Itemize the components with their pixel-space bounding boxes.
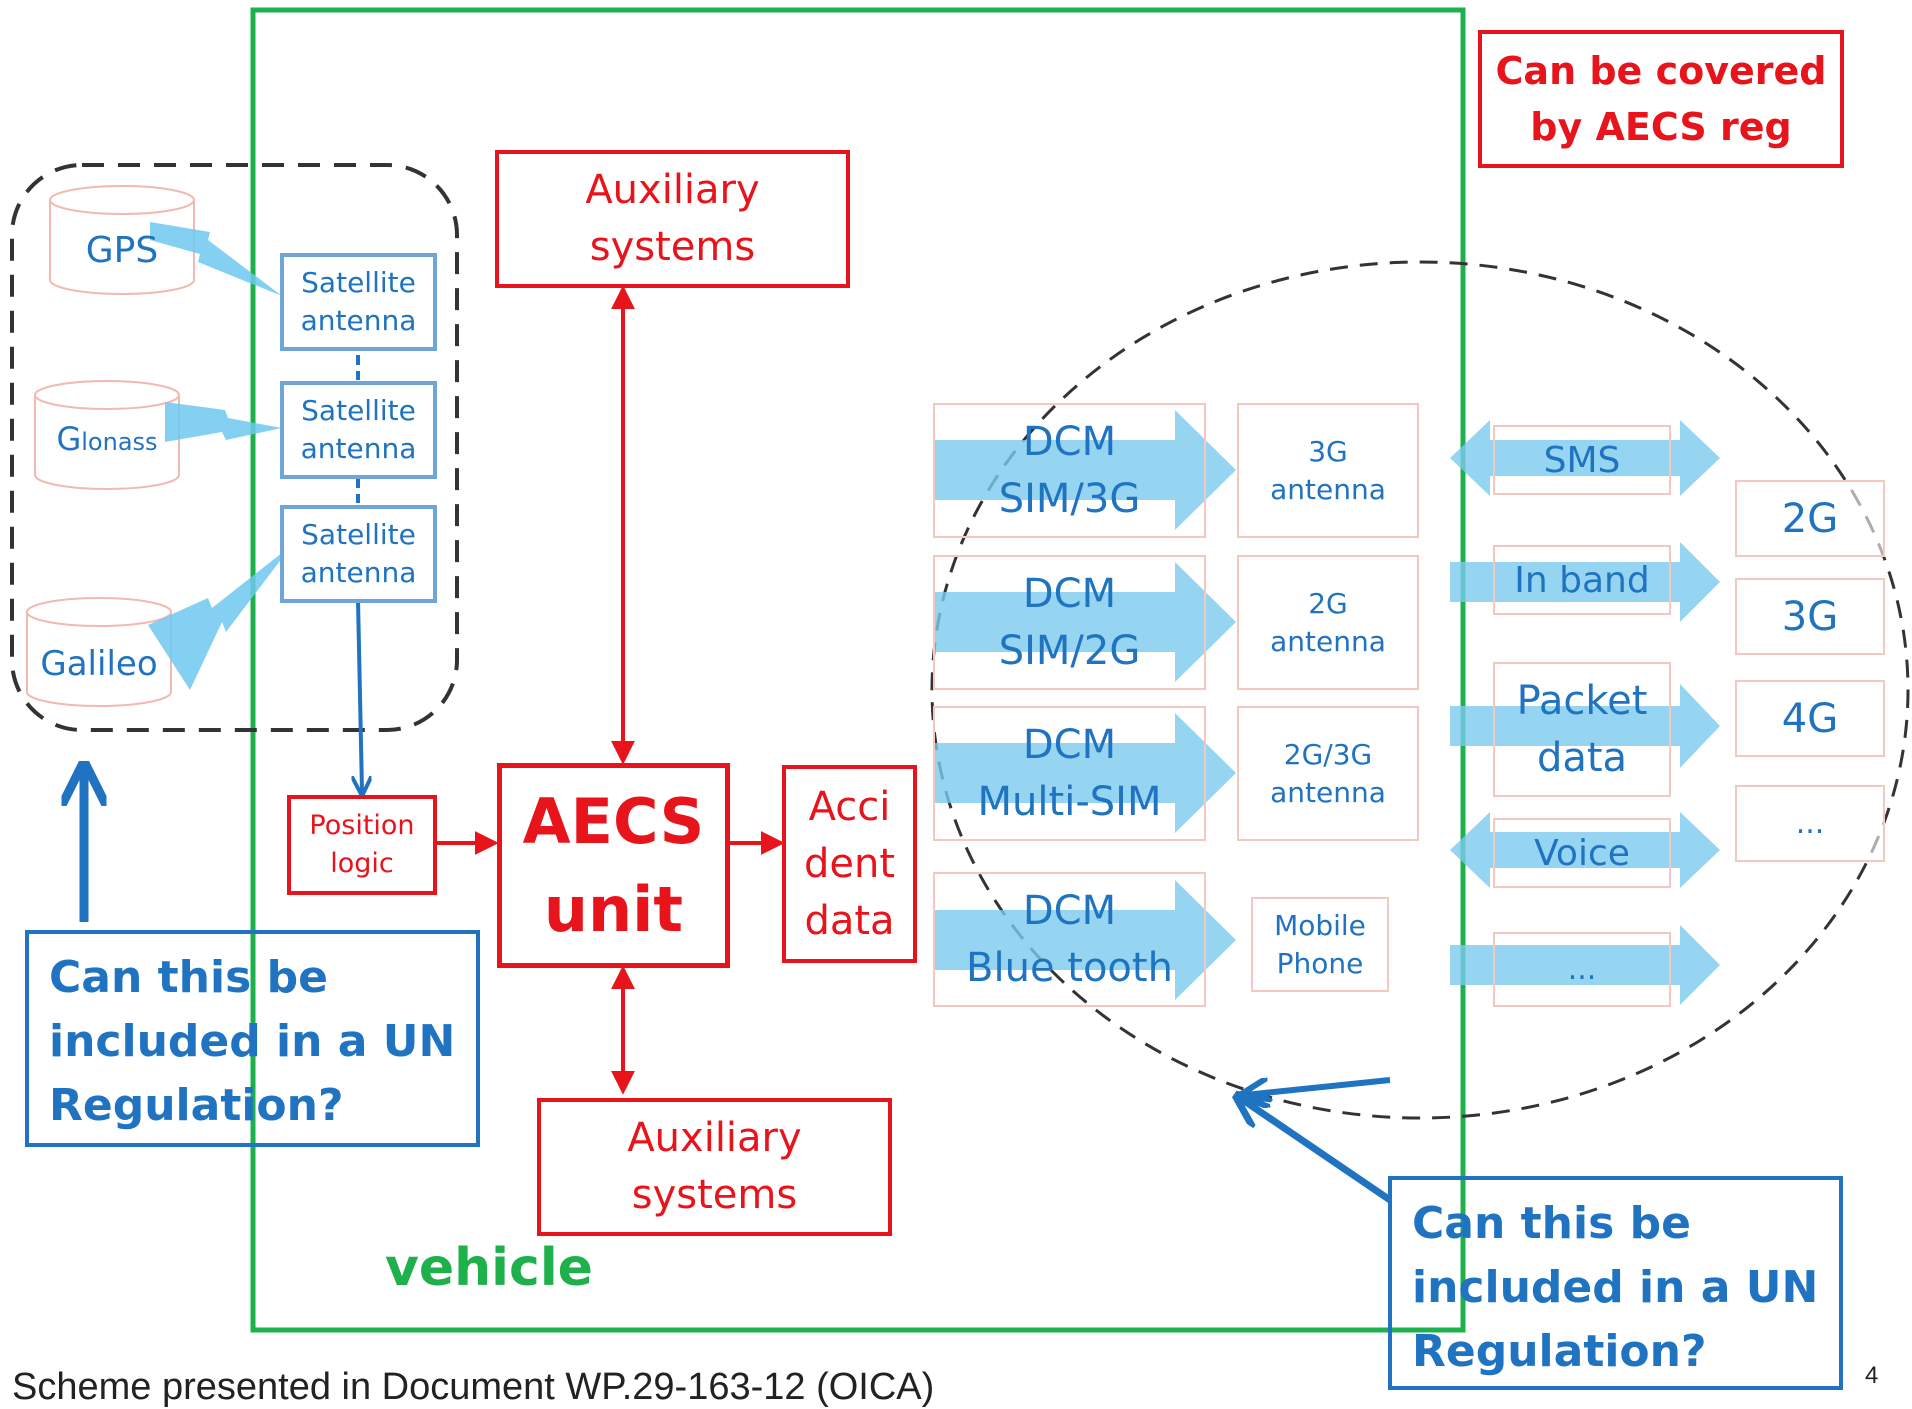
- position-logic-box: Position logic: [287, 795, 437, 895]
- question-right-arrow: [1245, 1077, 1391, 1095]
- channel-in-band: In band: [1493, 545, 1671, 615]
- dcm-line: DCM: [1022, 418, 1117, 465]
- antenna-label-line: antenna: [300, 304, 417, 337]
- antenna-line: Phone: [1276, 946, 1364, 980]
- gps-text: GPS: [85, 229, 159, 271]
- satellite-antenna-2: Satellite antenna: [280, 381, 437, 479]
- glonass-lightning-icon: [165, 402, 282, 442]
- aecs-unit-box: AECS unit: [497, 763, 730, 968]
- aecs-unit-line: AECS: [522, 784, 705, 858]
- mobile-phone: Mobile Phone: [1251, 897, 1389, 992]
- channel-packet-data: Packet data: [1493, 662, 1671, 797]
- antenna-2g: 2G antenna: [1237, 555, 1419, 690]
- accident-data-line: Acci: [808, 783, 891, 830]
- position-logic-line: Position: [309, 810, 415, 841]
- channel-line: ...: [1567, 952, 1597, 987]
- auxiliary-systems-top: Auxiliary systems: [495, 150, 850, 288]
- dcm-line: Blue tooth: [966, 944, 1173, 991]
- auxiliary-systems-bottom: Auxiliary systems: [537, 1098, 892, 1236]
- accident-data-line: data: [804, 897, 895, 944]
- network-label: 3G: [1781, 593, 1839, 640]
- antenna-label-line: Satellite: [301, 266, 416, 299]
- covered-note-line: Can be covered: [1495, 49, 1827, 93]
- covered-note-line: by AECS reg: [1530, 105, 1792, 149]
- page-number: 4: [1865, 1362, 1879, 1389]
- footer-caption: Scheme presented in Document WP.29-163-1…: [12, 1366, 935, 1408]
- question-right: Can this be included in a UN Regulation?: [1388, 1176, 1843, 1390]
- question-line: Can this be: [1412, 1198, 1691, 1249]
- position-logic-line: logic: [330, 848, 394, 879]
- network-2g: 2G: [1735, 480, 1885, 557]
- antenna-2g-3g: 2G/3G antenna: [1237, 706, 1419, 841]
- satellite-antenna-1: Satellite antenna: [280, 253, 437, 351]
- antenna-label-line: antenna: [300, 432, 417, 465]
- network-more: ...: [1735, 785, 1885, 862]
- antenna-line: 2G/3G: [1283, 737, 1373, 771]
- antenna-line: Mobile: [1274, 908, 1366, 942]
- antenna-line: antenna: [1270, 775, 1386, 809]
- antenna-label-line: Satellite: [301, 518, 416, 551]
- question-line: included in a UN: [49, 1016, 456, 1067]
- dcm-multi-sim: DCM Multi-SIM: [933, 706, 1206, 841]
- dcm-bluetooth: DCM Blue tooth: [933, 872, 1206, 1007]
- accident-data-box: Acci dent data: [782, 765, 917, 963]
- dcm-sim-3g: DCM SIM/3G: [933, 403, 1206, 538]
- auxiliary-line: Auxiliary: [627, 1115, 802, 1161]
- network-4g: 4G: [1735, 680, 1885, 757]
- question-left: Can this be included in a UN Regulation?: [25, 930, 480, 1147]
- network-label: ...: [1795, 806, 1825, 841]
- galileo-text: Galileo: [40, 644, 158, 684]
- network-3g: 3G: [1735, 578, 1885, 655]
- antenna-label-line: antenna: [300, 556, 417, 589]
- dcm-sim-2g: DCM SIM/2G: [933, 555, 1206, 690]
- question-line: included in a UN: [1412, 1262, 1819, 1313]
- covered-note: Can be covered by AECS reg: [1478, 30, 1844, 168]
- channel-line: SMS: [1543, 439, 1621, 481]
- vehicle-label: vehicle: [385, 1238, 593, 1298]
- channel-sms: SMS: [1493, 425, 1671, 495]
- network-label: 2G: [1781, 495, 1839, 542]
- dcm-line: Multi-SIM: [977, 778, 1162, 825]
- dcm-line: SIM/3G: [998, 475, 1141, 522]
- dcm-line: DCM: [1022, 570, 1117, 617]
- dcm-line: DCM: [1022, 887, 1117, 934]
- glonass-initial: G: [56, 420, 82, 458]
- question-line: Can this be: [49, 952, 328, 1003]
- galileo-label: Galileo: [27, 634, 171, 694]
- channel-line: In band: [1514, 559, 1650, 601]
- channel-line: Voice: [1534, 832, 1630, 874]
- antenna-line: 2G: [1308, 586, 1348, 620]
- aecs-unit-line: unit: [543, 872, 684, 946]
- channel-line: Packet: [1516, 677, 1648, 724]
- glonass-rest: lonass: [81, 428, 158, 456]
- question-line: Regulation?: [1412, 1326, 1707, 1377]
- question-line: Regulation?: [49, 1080, 344, 1131]
- antenna-label-line: Satellite: [301, 394, 416, 427]
- dcm-line: SIM/2G: [998, 627, 1141, 674]
- antenna-line: antenna: [1270, 624, 1386, 658]
- gps-label: GPS: [50, 220, 194, 280]
- antenna-line: antenna: [1270, 472, 1386, 506]
- channel-line: data: [1536, 734, 1628, 781]
- auxiliary-line: systems: [631, 1172, 798, 1218]
- accident-data-line: dent: [803, 840, 896, 887]
- dcm-line: DCM: [1022, 721, 1117, 768]
- antenna-to-position-arrow: [358, 599, 362, 792]
- auxiliary-line: Auxiliary: [585, 167, 760, 213]
- channel-voice: Voice: [1493, 818, 1671, 888]
- network-label: 4G: [1781, 695, 1839, 742]
- satellite-antenna-3: Satellite antenna: [280, 505, 437, 603]
- channel-more: ...: [1493, 932, 1671, 1007]
- question-right-arrow-shaft: [1240, 1098, 1392, 1203]
- antenna-3g: 3G antenna: [1237, 403, 1419, 538]
- antenna-line: 3G: [1308, 434, 1348, 468]
- auxiliary-line: systems: [589, 224, 756, 270]
